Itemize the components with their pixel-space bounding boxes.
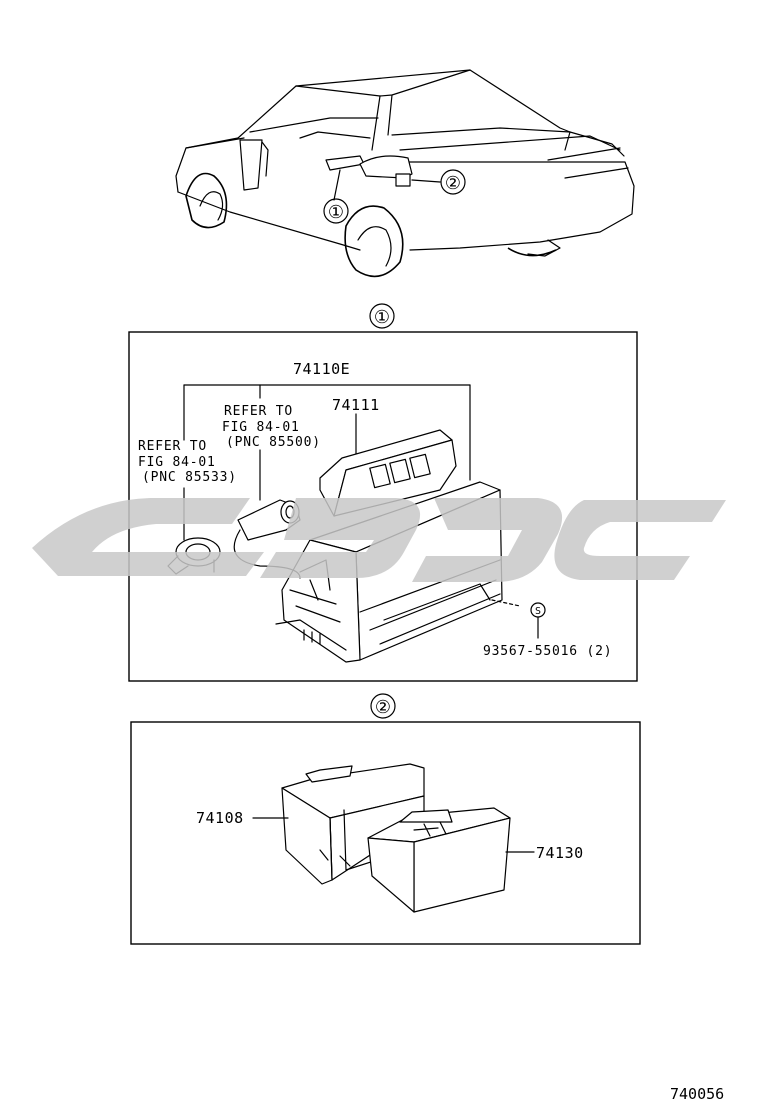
- watermark-logo: [32, 498, 726, 582]
- label-74108: 74108: [196, 809, 244, 827]
- label-74110e: 74110E: [293, 360, 350, 378]
- refer-a-line3: (PNC 85500): [226, 435, 321, 450]
- screw-symbol: S: [535, 606, 541, 617]
- panel-two: ② 74108 74130: [130, 693, 641, 945]
- panel-two-callout: ②: [375, 697, 391, 718]
- refer-b-line1: REFER TO: [138, 439, 207, 454]
- car-overview: ① ②: [175, 69, 635, 278]
- figure-id: 740056: [670, 1085, 724, 1103]
- refer-a-line1: REFER TO: [224, 404, 293, 419]
- label-74130: 74130: [536, 844, 584, 862]
- label-74111: 74111: [332, 396, 380, 414]
- panel-one-callout: ①: [374, 307, 390, 328]
- refer-a-line2: FIG 84-01: [222, 420, 300, 435]
- refer-b-line2: FIG 84-01: [138, 455, 216, 470]
- panel-one: ① 74110E 74111 REFER TO FIG 84-01 (PNC 8…: [128, 303, 638, 682]
- car-callout-one: ①: [328, 202, 344, 223]
- car-callout-two: ②: [445, 173, 461, 194]
- label-screw-93567: 93567-55016 (2): [483, 644, 612, 659]
- panel-two-frame: [130, 721, 641, 945]
- refer-b-line3: (PNC 85533): [142, 470, 237, 485]
